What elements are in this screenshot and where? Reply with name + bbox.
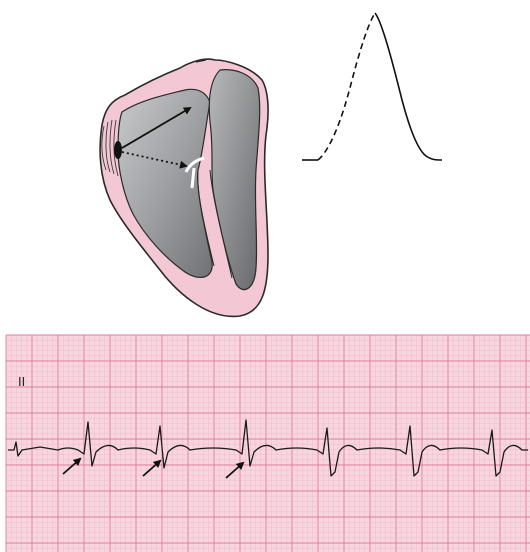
ecg-paper [6, 335, 530, 552]
ecg-lead-label: II [18, 374, 25, 389]
action-potential-downstroke [375, 13, 442, 160]
action-potential-upstroke-dashed [318, 13, 375, 160]
heart-diagram [100, 59, 268, 316]
action-potential-curve [302, 13, 442, 160]
ecg-strip: II [6, 335, 530, 552]
ectopic-focus [114, 141, 122, 159]
